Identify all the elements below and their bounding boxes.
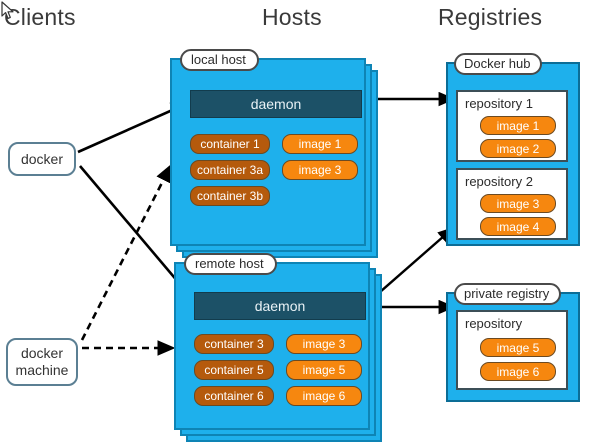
image-pill[interactable]: image 1 <box>480 116 556 135</box>
image-label: image 3 <box>496 196 540 211</box>
container-pill[interactable]: container 3 <box>194 334 274 354</box>
container-label: container 6 <box>204 389 264 403</box>
container-label: container 1 <box>200 137 260 151</box>
host-panel-local-host[interactable]: local host daemon container 1 container … <box>170 49 366 246</box>
image-pill[interactable]: image 3 <box>480 194 556 213</box>
image-label: image 1 <box>496 118 540 133</box>
registry-private[interactable]: private registry repository image 5 imag… <box>446 283 580 402</box>
host-stack-remote: remote host daemon container 3 container… <box>174 253 382 442</box>
container-label: container 3 <box>204 337 264 351</box>
container-pill[interactable]: container 3b <box>190 186 270 206</box>
registry-docker-hub[interactable]: Docker hub repository 1 image 1 image 2 … <box>446 53 580 246</box>
repository-title: repository 1 <box>465 96 533 111</box>
client-label: docker <box>20 150 64 167</box>
repository-title: repository 2 <box>465 174 533 189</box>
container-pill[interactable]: container 6 <box>194 386 274 406</box>
image-label: image 4 <box>496 219 540 234</box>
repository-1[interactable]: repository 1 image 1 image 2 <box>456 90 568 162</box>
image-pill[interactable]: image 5 <box>480 338 556 357</box>
image-label: image 6 <box>496 364 540 379</box>
image-pill[interactable]: image 6 <box>480 362 556 381</box>
image-pill[interactable]: image 6 <box>286 386 362 406</box>
image-pill[interactable]: image 5 <box>286 360 362 380</box>
repository-title: repository <box>465 316 523 331</box>
image-pill[interactable]: image 4 <box>480 217 556 236</box>
daemon-bar-remote[interactable]: daemon <box>194 292 366 320</box>
column-heading-clients: Clients <box>4 4 76 30</box>
daemon-label: daemon <box>250 96 302 112</box>
host-stack-local: local host daemon container 1 container … <box>170 49 378 258</box>
image-label: image 6 <box>302 389 346 403</box>
image-label: image 5 <box>496 340 540 355</box>
registry-label-docker-hub: Docker hub <box>454 53 543 75</box>
column-heading-hosts: Hosts <box>262 4 322 30</box>
link-dockermachine-to-local-host <box>80 163 172 341</box>
host-panel-remote-host[interactable]: remote host daemon container 3 container… <box>174 253 370 430</box>
container-pill[interactable]: container 3a <box>190 160 270 180</box>
container-label: container 5 <box>204 363 264 377</box>
daemon-bar-local[interactable]: daemon <box>190 90 362 118</box>
image-pill[interactable]: image 3 <box>282 160 358 180</box>
client-box-docker-machine[interactable]: docker machine <box>6 338 78 386</box>
container-pill[interactable]: container 1 <box>190 134 270 154</box>
mouse-cursor-icon <box>1 1 14 19</box>
registry-label-private-registry: private registry <box>454 283 562 305</box>
image-label: image 3 <box>302 337 346 351</box>
image-label: image 1 <box>298 137 342 151</box>
image-pill[interactable]: image 3 <box>286 334 362 354</box>
host-label-remote-host: remote host <box>184 253 277 275</box>
image-pill[interactable]: image 2 <box>480 139 556 158</box>
image-label: image 5 <box>302 363 346 377</box>
client-label: docker machine <box>15 345 69 378</box>
column-heading-registries: Registries <box>438 4 543 30</box>
repository-private[interactable]: repository image 5 image 6 <box>456 310 568 390</box>
daemon-label: daemon <box>254 298 306 314</box>
repository-2[interactable]: repository 2 image 3 image 4 <box>456 168 568 240</box>
container-label: container 3b <box>196 189 264 203</box>
host-label-local-host: local host <box>180 49 259 71</box>
client-box-docker[interactable]: docker <box>8 142 76 176</box>
image-label: image 3 <box>298 163 342 177</box>
container-pill[interactable]: container 5 <box>194 360 274 380</box>
image-label: image 2 <box>496 141 540 156</box>
image-pill[interactable]: image 1 <box>282 134 358 154</box>
container-label: container 3a <box>196 163 264 177</box>
